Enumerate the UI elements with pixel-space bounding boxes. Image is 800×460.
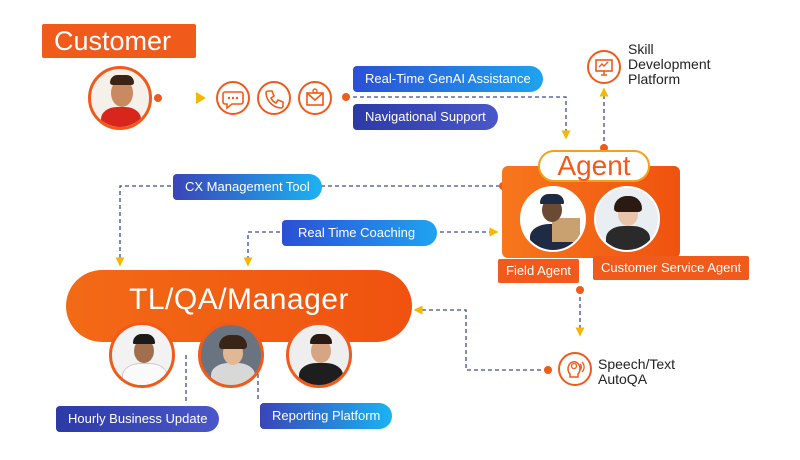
- agent-title: Agent: [538, 150, 650, 182]
- customer-arrow: [196, 92, 206, 104]
- service-agent-tag: Customer Service Agent: [593, 256, 750, 280]
- chat-icon: [216, 81, 250, 115]
- customer-avatar: [88, 66, 152, 130]
- skill-line-2: Development: [628, 56, 711, 72]
- genai-pill: Real-Time GenAI Assistance: [353, 66, 543, 92]
- reporting-pill: Reporting Platform: [260, 403, 393, 429]
- service-agent-avatar: [594, 186, 660, 252]
- manager-title: TL/QA/Manager: [129, 283, 349, 316]
- hourly-pill: Hourly Business Update: [56, 406, 220, 432]
- phone-icon: [257, 81, 291, 115]
- speech-label: Speech/Text AutoQA: [598, 357, 675, 387]
- manager-avatar-3: [286, 322, 352, 388]
- speech-line-1: Speech/Text: [598, 356, 676, 372]
- skill-line-3: Platform: [628, 71, 681, 87]
- navigation-pill: Navigational Support: [353, 104, 498, 130]
- skill-label: Skill Development Platform: [628, 42, 711, 87]
- email-icon: [298, 81, 332, 115]
- skill-line-1: Skill: [628, 41, 654, 57]
- manager-avatar-2: [198, 322, 264, 388]
- manager-avatar-1: [109, 322, 175, 388]
- qa-connector: [413, 305, 548, 371]
- field-agent-tag: Field Agent: [498, 259, 580, 283]
- coaching-connector-left: [243, 231, 280, 267]
- speech-line-2: AutoQA: [598, 371, 648, 387]
- customer-title: Customer: [42, 24, 196, 58]
- coaching-pill: Real Time Coaching: [282, 220, 438, 246]
- monitor-icon: [587, 50, 621, 84]
- cx-connector: [115, 185, 500, 267]
- cx-pill: CX Management Tool: [173, 174, 322, 200]
- genai-connector: [346, 96, 571, 140]
- field-agent-avatar: [520, 186, 586, 252]
- speech-qa-icon: [558, 352, 592, 386]
